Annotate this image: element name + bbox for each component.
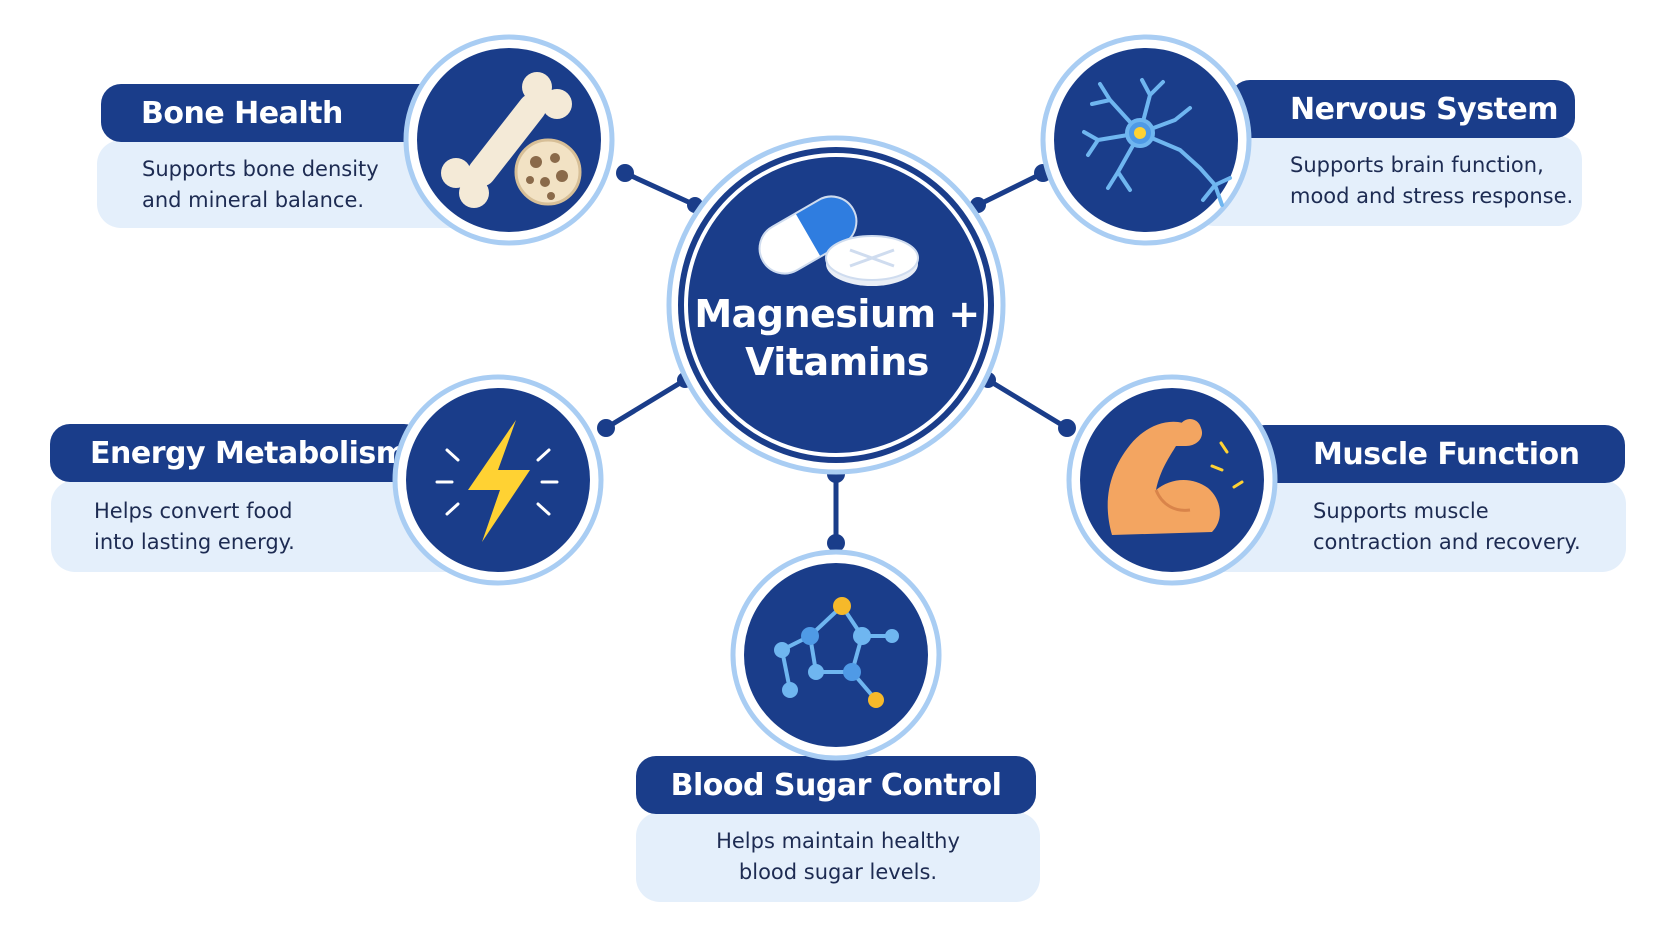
card-description-line: blood sugar levels. — [738, 860, 938, 884]
card-description-line: Helps convert food — [94, 499, 293, 523]
molecule-icon-circle — [730, 549, 942, 761]
card-title: Bone Health — [101, 84, 461, 142]
connector-energy — [603, 377, 688, 431]
card-title: Blood Sugar Control — [636, 756, 1036, 814]
muscle-icon-circle — [1066, 374, 1278, 586]
center-title: Magnesium + Vitamins — [667, 290, 1007, 386]
center-title-line: Vitamins — [745, 340, 929, 384]
bone-icon-circle — [403, 34, 615, 246]
connector-dot — [1058, 419, 1076, 437]
molecule-icon — [774, 597, 899, 708]
card-title: Muscle Function — [1245, 425, 1625, 483]
connector-bone — [622, 170, 698, 208]
card-description-line: Supports bone density — [142, 157, 379, 181]
connector-dot — [597, 419, 615, 437]
card-title: Energy Metabolism — [50, 424, 424, 482]
energy-icon-circle — [392, 374, 604, 586]
neuron-icon — [1082, 78, 1232, 207]
connector-nervous — [975, 170, 1046, 208]
card-body: Helps maintain healthy blood sugar level… — [636, 812, 1040, 902]
card-description-line: and mineral balance. — [142, 188, 365, 212]
pills-icon — [758, 195, 919, 286]
card-description-line: Helps maintain healthy — [716, 829, 960, 853]
card-description-line: contraction and recovery. — [1313, 530, 1581, 554]
center-title-line: Magnesium + — [694, 292, 980, 336]
neuron-icon-circle — [1040, 34, 1252, 246]
connector-dot — [827, 534, 845, 552]
bone-icon — [441, 72, 582, 208]
card-description-line: Supports brain function, — [1290, 153, 1544, 177]
connector-muscle — [985, 377, 1070, 431]
lightning-bolt-icon — [435, 420, 559, 542]
card-body: Supports brain function, mood and stress… — [1190, 136, 1582, 226]
card-title: Nervous System — [1230, 80, 1575, 138]
center-hub — [666, 135, 1006, 475]
connector-dot — [616, 164, 634, 182]
card-description-line: into lasting energy. — [94, 530, 295, 554]
card-description-line: Supports muscle — [1313, 499, 1489, 523]
card-description-line: mood and stress response. — [1290, 184, 1574, 208]
flexed-arm-icon — [1107, 419, 1244, 535]
